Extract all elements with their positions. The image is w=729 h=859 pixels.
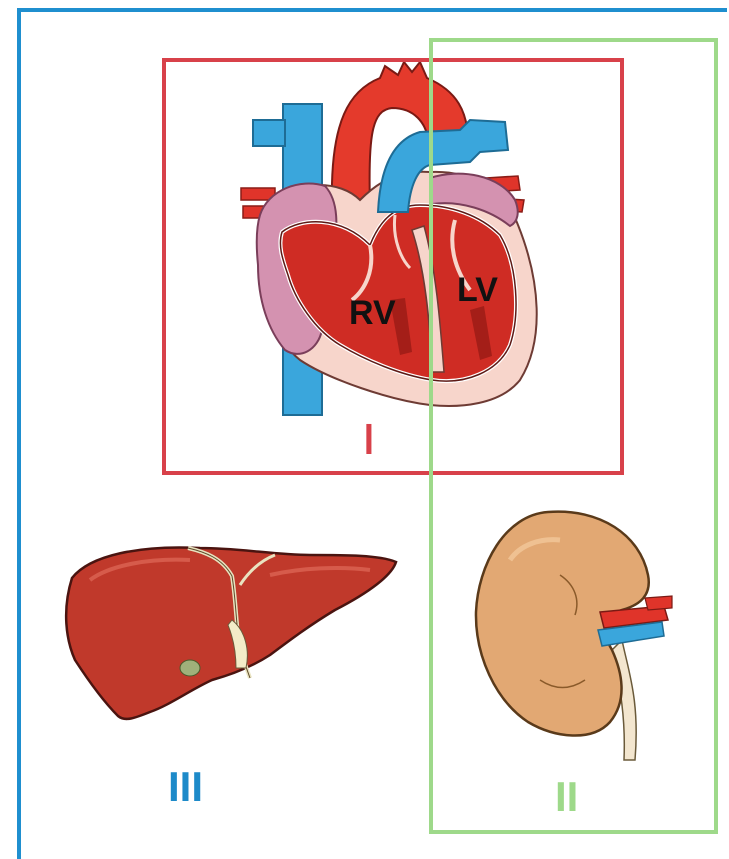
region-II-label: II: [555, 776, 578, 818]
region-I-label: I: [364, 418, 374, 462]
heart-lv-label: LV: [457, 273, 498, 307]
heart-illustration: [241, 62, 537, 415]
kidney-illustration: [476, 512, 672, 760]
region-III-label: III: [168, 766, 203, 808]
liver-illustration: [66, 547, 396, 718]
heart-rv-label: RV: [349, 296, 396, 330]
